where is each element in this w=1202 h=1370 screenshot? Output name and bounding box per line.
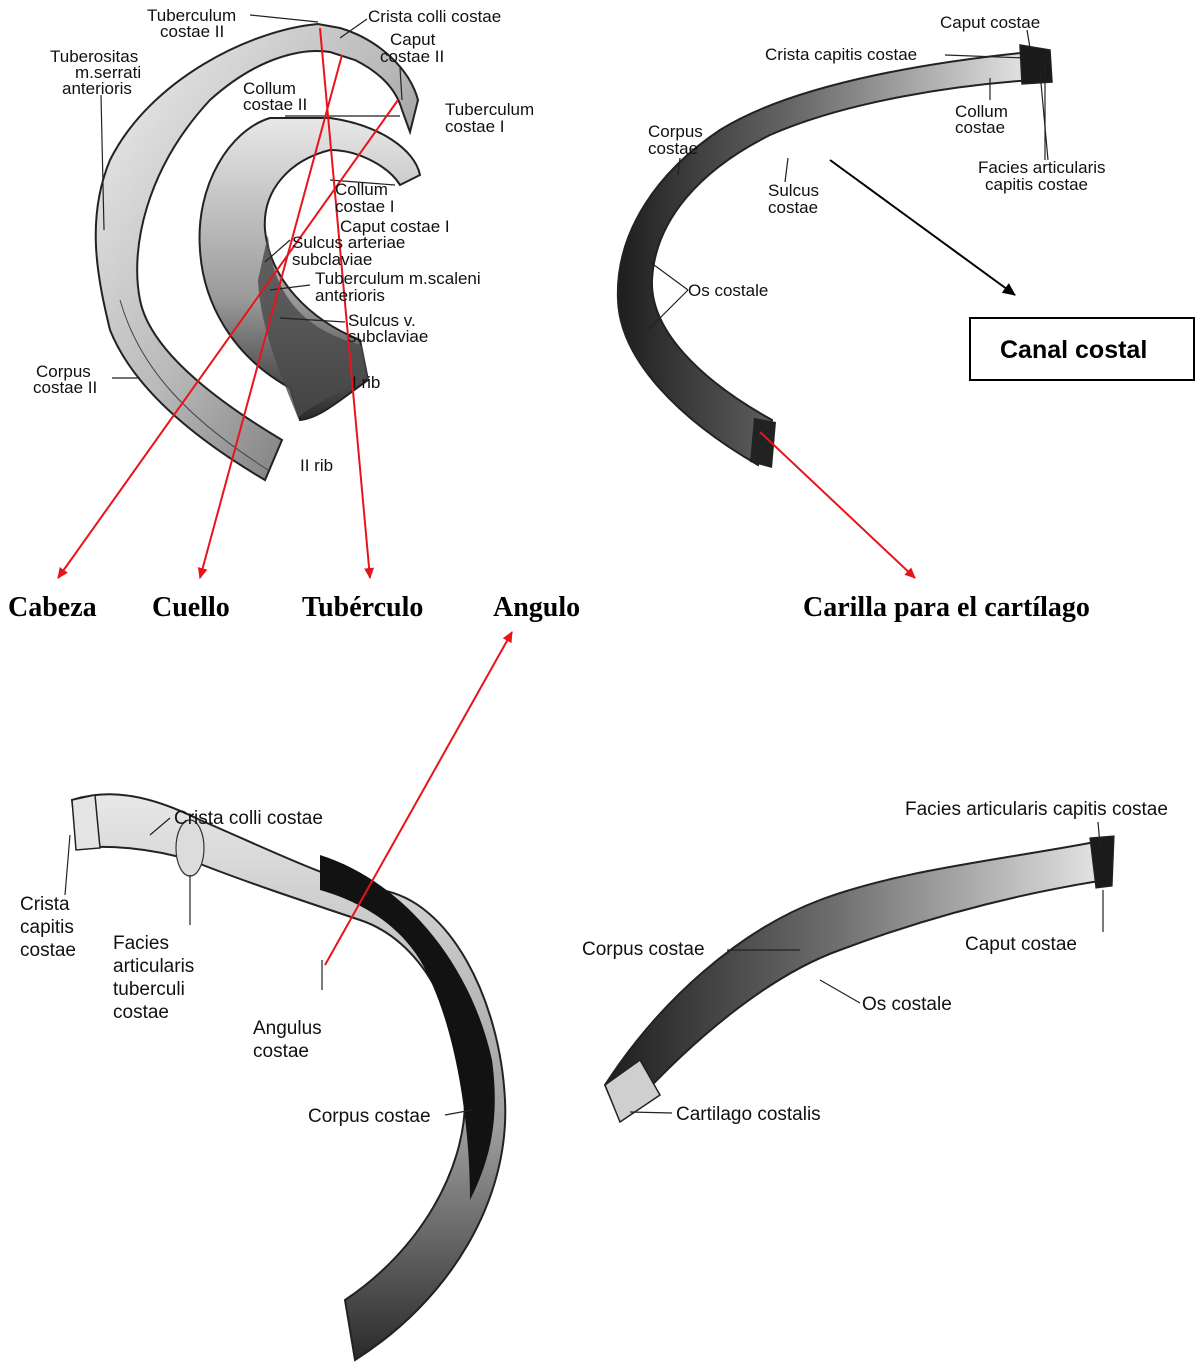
label-os-costale-br: Os costale: [862, 994, 952, 1015]
label-sulcus-costae-2: costae: [768, 198, 818, 217]
label-ii-rib: II rib: [300, 456, 333, 475]
label-facies-articularis-tr-2: capitis costae: [985, 175, 1088, 194]
label-caput-costae-tr: Caput costae: [940, 13, 1040, 32]
label-crista-capitis-costae-tr: Crista capitis costae: [765, 45, 917, 64]
label-angulus-costae-1: Angulus: [253, 1018, 322, 1039]
inferior-rib-illustration: [605, 836, 1114, 1122]
label-collum-costae-tr-2: costae: [955, 118, 1005, 137]
caption-carilla: Carilla para el cartílago: [803, 592, 1090, 623]
label-os-costale-tr: Os costale: [688, 281, 768, 300]
label-facies-tuberculi-2: articularis: [113, 956, 194, 977]
label-crista-colli-costae-top: Crista colli costae: [368, 7, 501, 26]
label-corpus-costae-tr-2: costae: [648, 139, 698, 158]
label-collum-costae-i-2: costae I: [335, 197, 395, 216]
label-tuberculum-costae-i-2: costae I: [445, 117, 505, 136]
label-crista-colli-costae-bl: Crista colli costae: [174, 808, 323, 829]
label-crista-capitis-bl-2: capitis: [20, 917, 74, 938]
caption-tuberculo: Tubérculo: [302, 592, 423, 623]
caption-cabeza: Cabeza: [8, 592, 97, 623]
label-facies-tuberculi-1: Facies: [113, 933, 169, 954]
label-corpus-costae-ii-2: costae II: [33, 378, 97, 397]
label-caput-costae-br: Caput costae: [965, 934, 1077, 955]
label-sulcus-arteriae-2: subclaviae: [292, 250, 372, 269]
label-caput-costae-ii-2: costae II: [380, 47, 444, 66]
label-facies-capitis-br: Facies articularis capitis costae: [905, 799, 1168, 820]
label-crista-capitis-bl-1: Crista: [20, 894, 70, 915]
caption-cuello: Cuello: [152, 592, 230, 623]
label-canal-costal: Canal costal: [1000, 336, 1147, 364]
arrow-carilla: [760, 432, 915, 578]
label-tuberculum-costae-ii-2: costae II: [160, 22, 224, 41]
label-cartilago-costalis: Cartilago costalis: [676, 1104, 821, 1125]
label-tuberositas-3: anterioris: [62, 79, 132, 98]
label-facies-tuberculi-4: costae: [113, 1002, 169, 1023]
label-corpus-costae-bl: Corpus costae: [308, 1106, 431, 1127]
label-tuberculum-scaleni-2: anterioris: [315, 286, 385, 305]
label-collum-costae-ii-2: costae II: [243, 95, 307, 114]
label-corpus-costae-br: Corpus costae: [582, 939, 705, 960]
posterior-rib-illustration: [72, 794, 505, 1360]
caption-angulo: Angulo: [493, 592, 580, 623]
label-sulcus-v-2: subclaviae: [348, 327, 428, 346]
label-angulus-costae-2: costae: [253, 1041, 309, 1062]
label-facies-tuberculi-3: tuberculi: [113, 979, 185, 1000]
label-crista-capitis-bl-3: costae: [20, 940, 76, 961]
label-i-rib: I rib: [352, 373, 380, 392]
